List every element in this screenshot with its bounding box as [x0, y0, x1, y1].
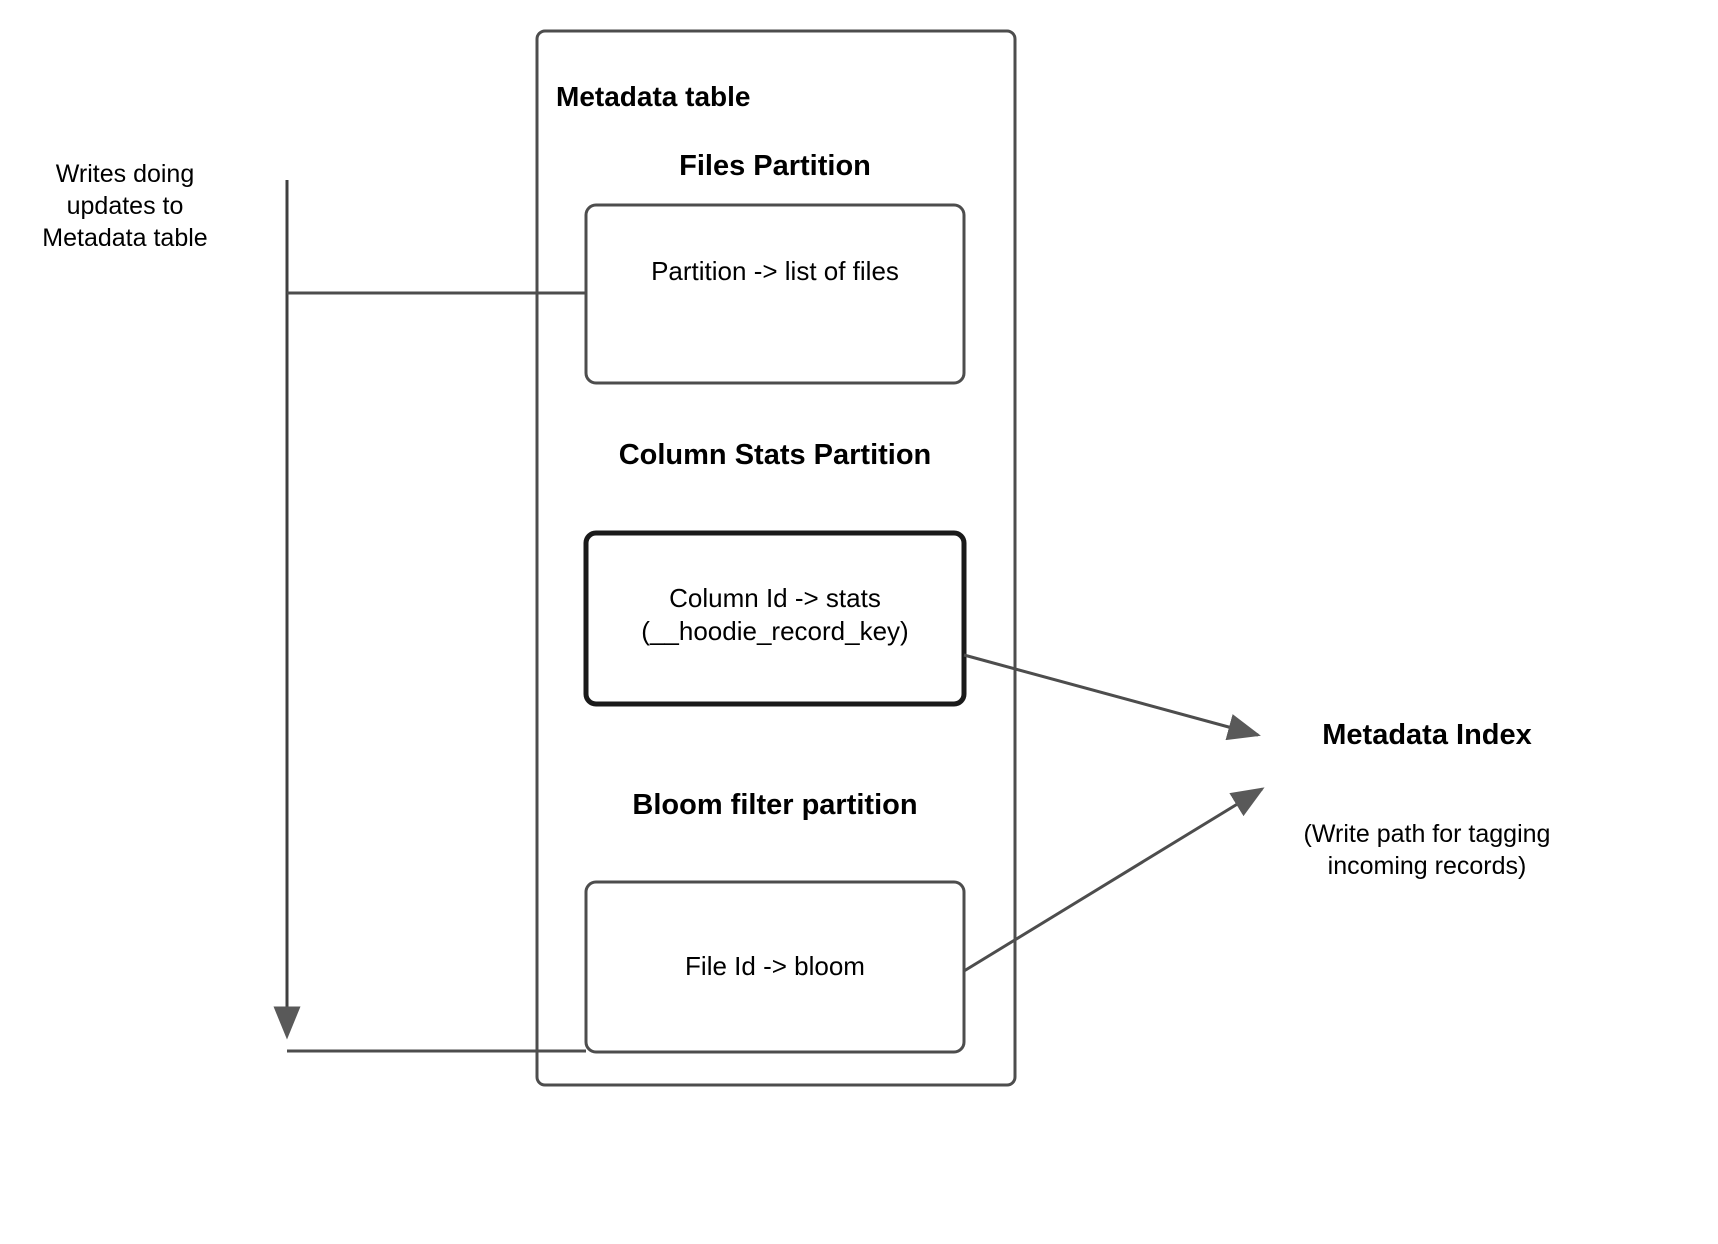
- writes-annotation-label: Writes doing updates to Metadata table: [42, 160, 208, 252]
- bloom-filter-partition-box-label: File Id -> bloom: [685, 951, 865, 981]
- metadata-index-note: (Write path for tagging incoming records…: [1303, 820, 1551, 880]
- column-stats-to-metadata-index-arrow: [963, 653, 1261, 741]
- column-stats-partition-box-label: Column Id -> stats (__hoodie_record_key): [641, 583, 909, 647]
- column-stats-partition-heading: Column Stats Partition: [618, 439, 932, 471]
- metadata-table-label: Metadata table: [556, 81, 751, 112]
- files-partition-box-label: Partition -> list of files: [651, 256, 899, 286]
- bloom-filter-to-metadata-index-arrow: [963, 787, 1265, 973]
- files-partition-heading: Files Partition: [679, 150, 871, 182]
- metadata-index-title: Metadata Index: [1322, 719, 1532, 751]
- column-stats-partition-box: [583, 530, 967, 707]
- files-partition-box: [584, 203, 966, 385]
- bloom-filter-partition-box: [584, 880, 966, 1054]
- bloom-filter-partition-heading: Bloom filter partition: [632, 789, 918, 821]
